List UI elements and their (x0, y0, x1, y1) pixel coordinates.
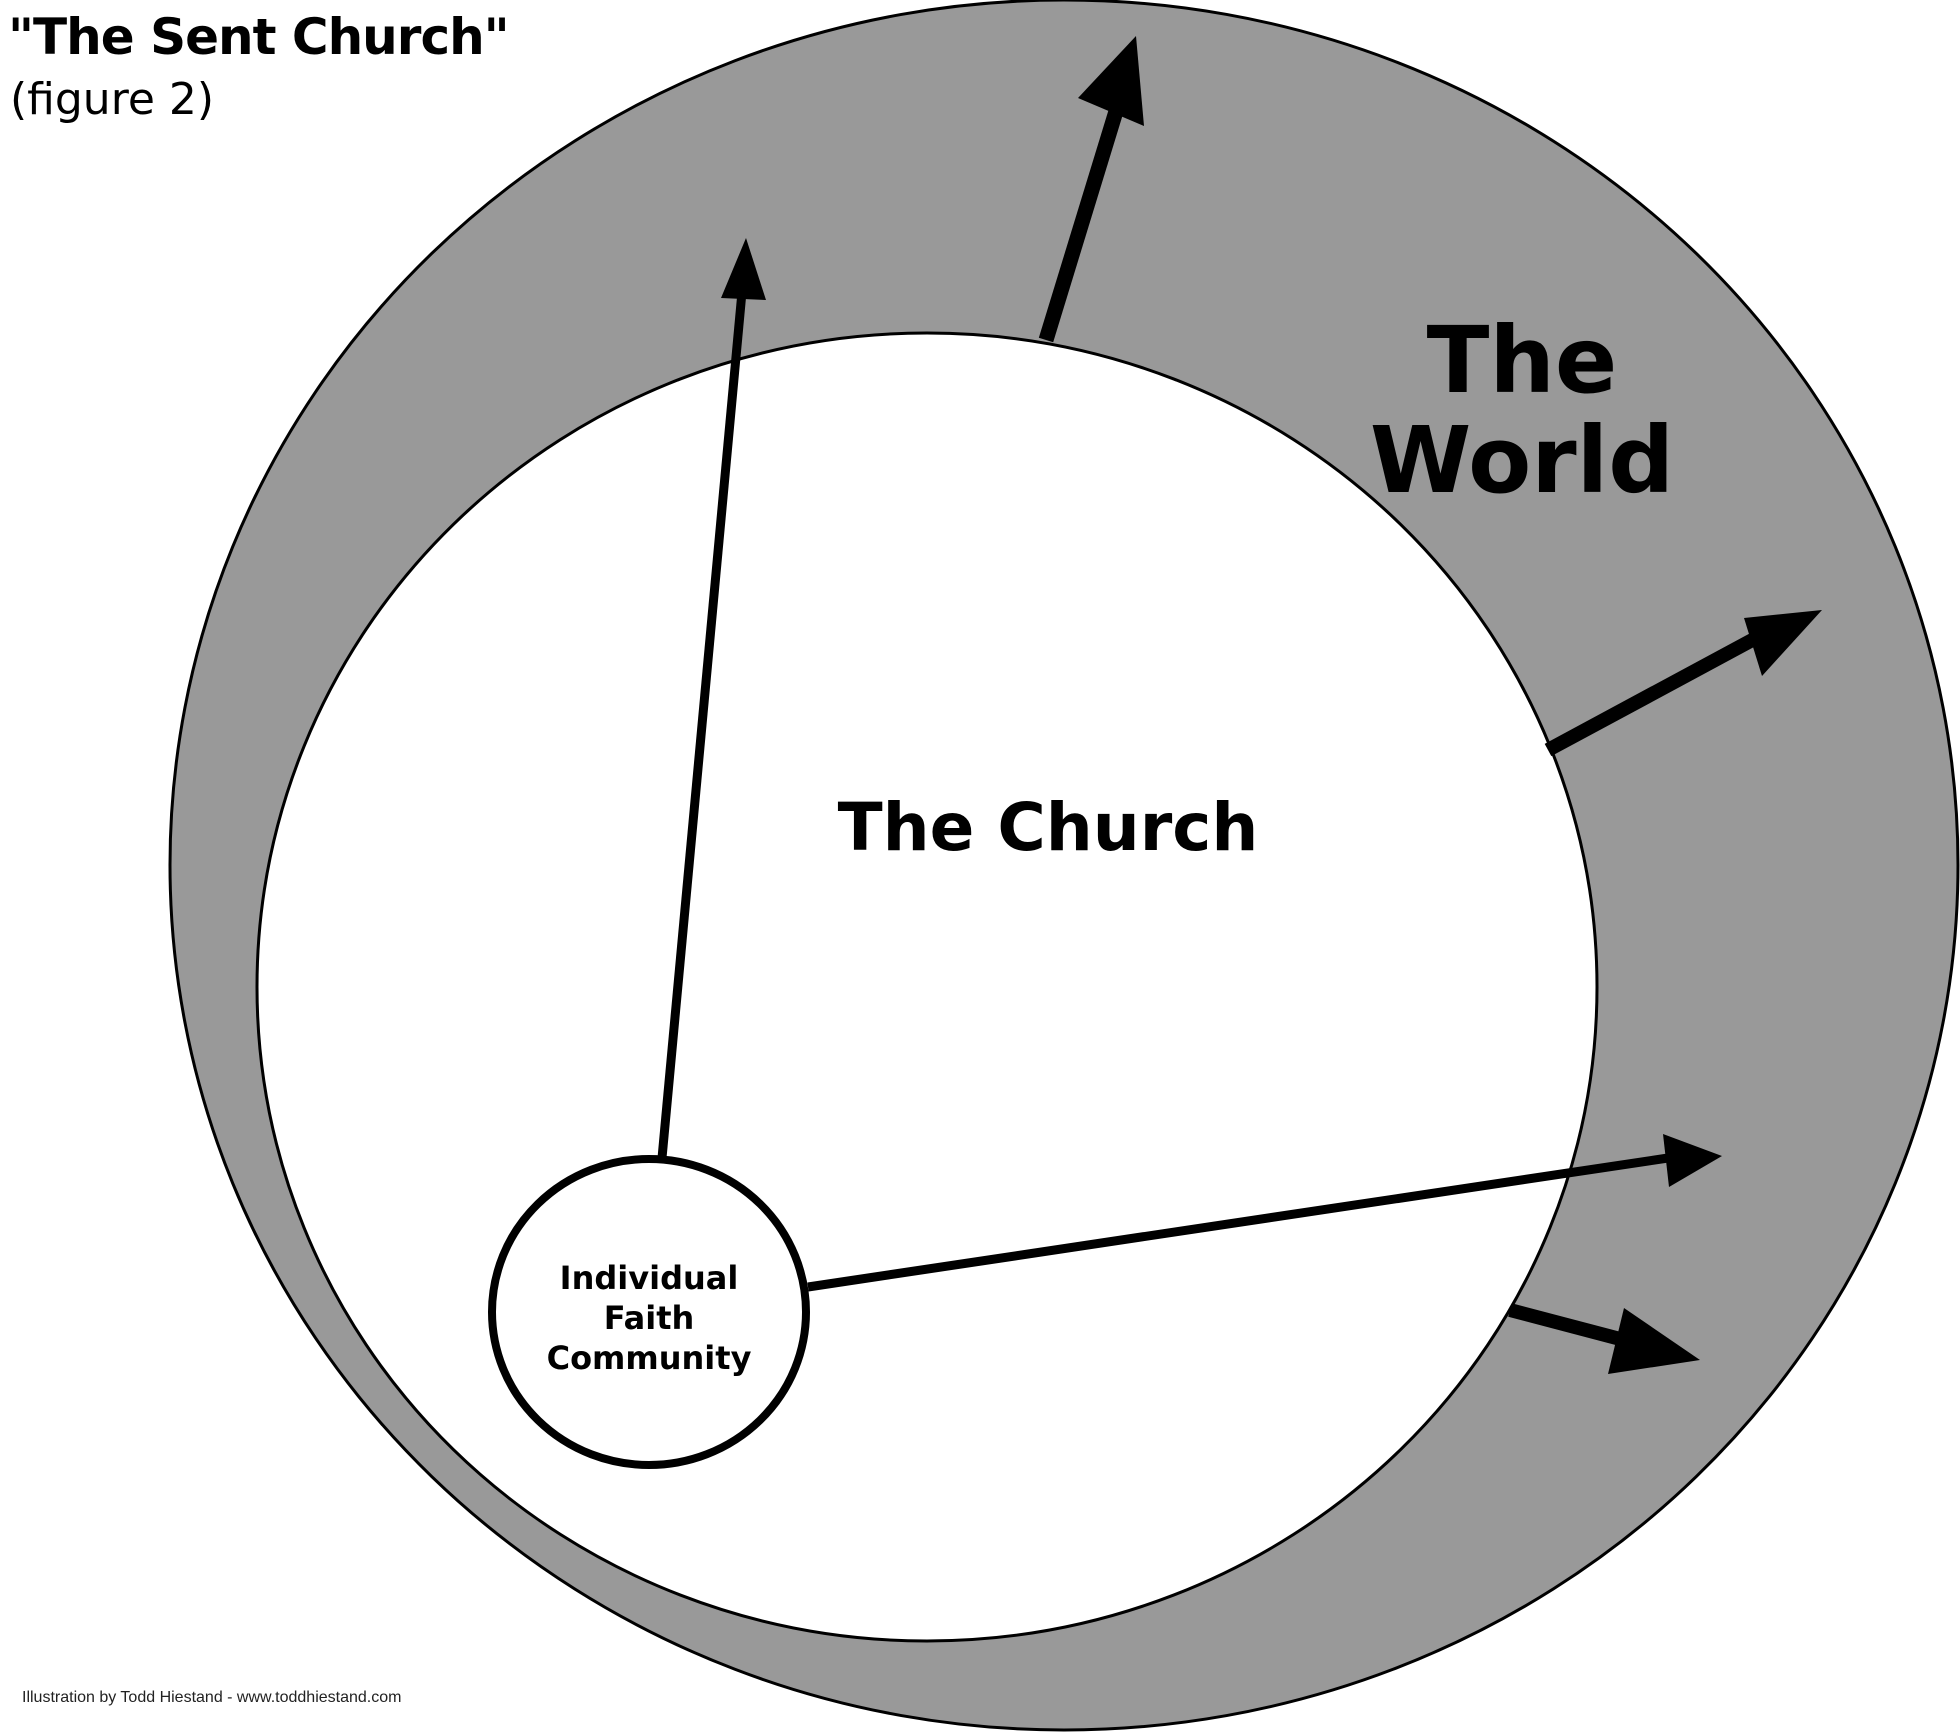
world-label-line2: World (1370, 407, 1674, 514)
church-label: The Church (838, 789, 1259, 866)
church-circle (255, 331, 1599, 1643)
figure-subtitle: (figure 2) (10, 74, 215, 125)
community-label-line1: Individual (560, 1259, 739, 1297)
world-label-line1: The (1427, 307, 1618, 414)
arrow-church-top-head (1078, 36, 1144, 126)
arrow-church-lower-line (1508, 1303, 1626, 1347)
figure-title: "The Sent Church" (8, 8, 510, 66)
arrow-community-right-head (1663, 1134, 1722, 1187)
arrow-church-right-line (1544, 631, 1760, 757)
community-label-line3: Community (547, 1339, 752, 1377)
illustration-credit: Illustration by Todd Hiestand - www.todd… (22, 1689, 402, 1706)
community-label-line2: Faith (604, 1299, 695, 1337)
arrow-church-right-head (1744, 610, 1822, 676)
arrow-church-top-line (1038, 105, 1125, 343)
arrows-group (657, 36, 1822, 1374)
arrow-community-up-line (657, 291, 747, 1159)
community-circle (488, 1155, 810, 1469)
arrow-community-right-line (807, 1153, 1669, 1292)
arrow-community-up-head (721, 238, 766, 300)
arrow-church-lower-head (1608, 1308, 1700, 1374)
